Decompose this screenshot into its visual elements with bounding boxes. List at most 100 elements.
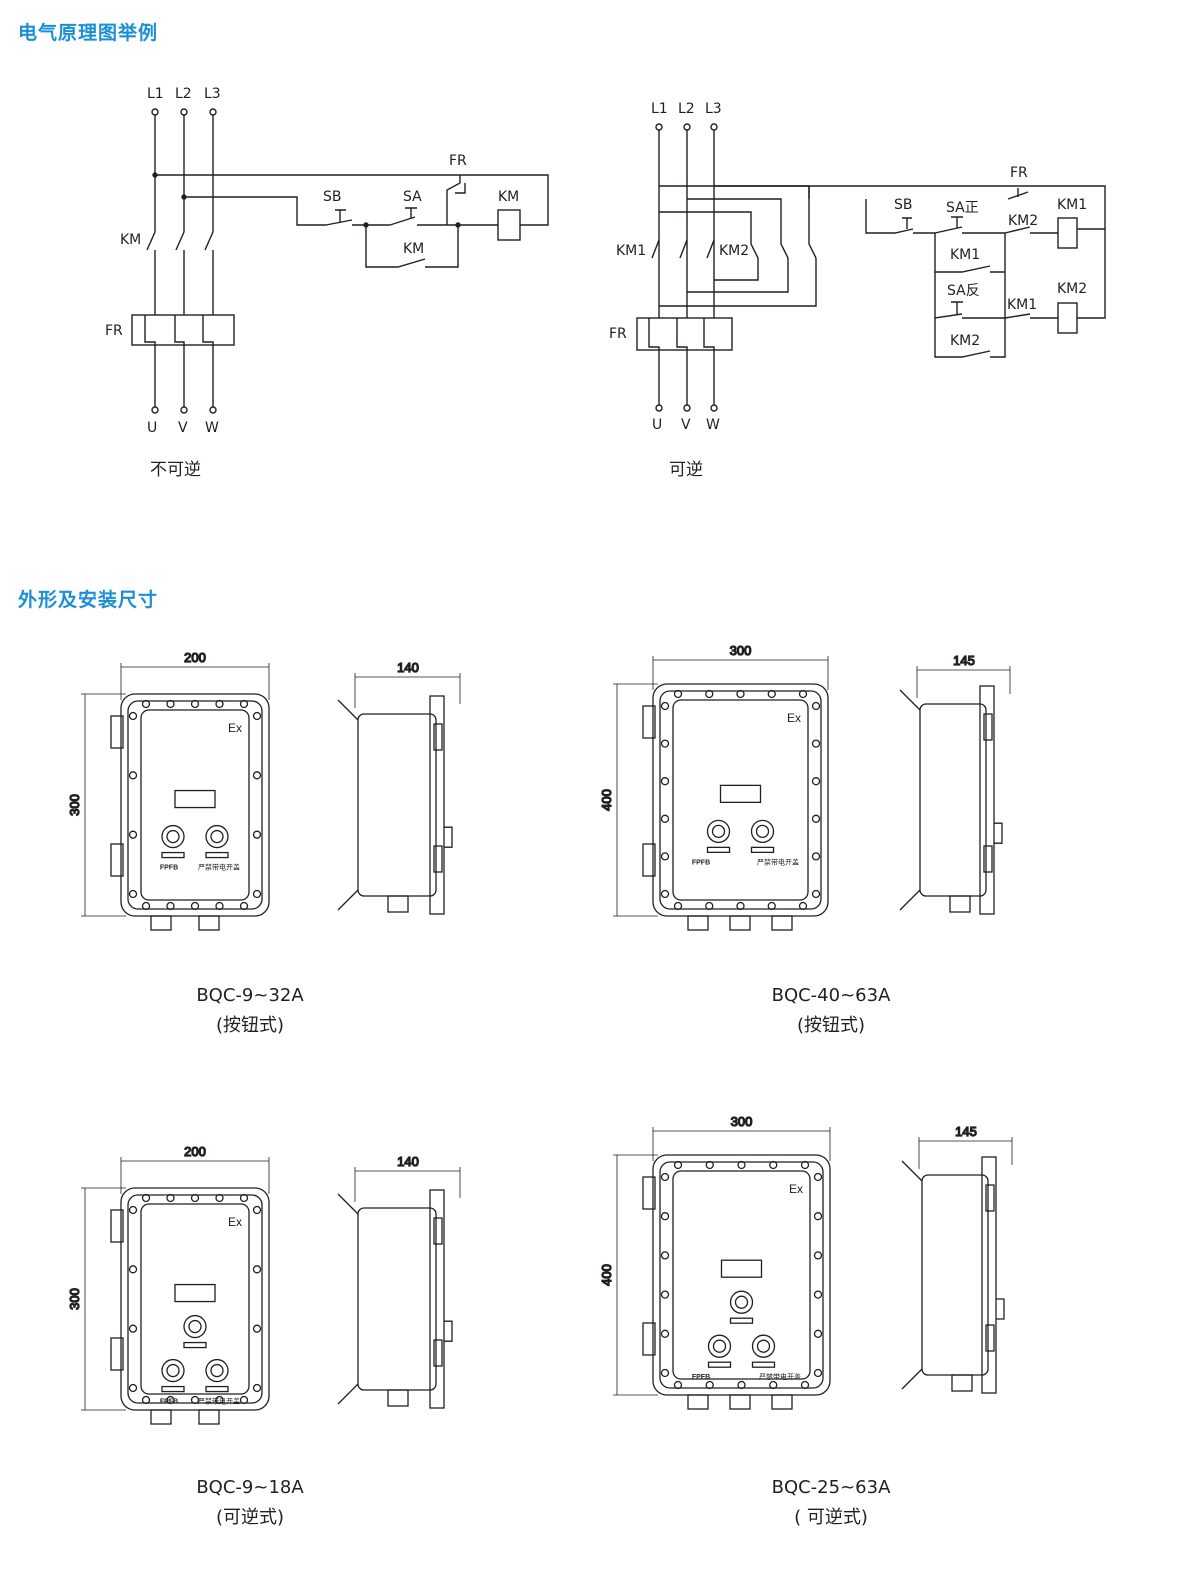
side-hinge [433,845,443,873]
forward-button-label [729,1317,754,1324]
cover-bolt [736,689,745,699]
button-label-plate [161,851,185,859]
ex-mark: Ex [228,721,242,735]
ex-mark: Ex [789,1182,803,1196]
label-l1: L1 [147,86,164,102]
button-label-plate [750,846,775,854]
hinge [642,1176,656,1210]
cover-bolt [811,739,821,748]
cover-bolt [215,1193,224,1203]
label-km-coil: KM [498,189,520,205]
cover-bolt [252,1324,262,1333]
cover-bolt [252,1383,262,1393]
cover-bolt [813,1172,823,1182]
cover-bolt [128,1265,138,1274]
cover-bolt [660,1172,670,1182]
brand-label: FPFB [692,1374,710,1381]
height-dimension-line [613,1154,658,1396]
label-l2-r: L2 [678,101,695,117]
button-face [210,1363,224,1378]
side-button [994,822,1003,844]
caption-reversing: 可逆 [669,460,703,480]
button-label-plate [706,846,731,854]
height-dimension-value: 300 [67,794,82,816]
cover-bolt [190,699,200,709]
button-label-plate [161,1385,185,1393]
depth-dimension-line [916,666,1011,698]
cover-bolt [660,1368,670,1378]
cable-gland [150,915,172,931]
cover-bolt [190,1395,200,1405]
cover-bolt [811,701,821,711]
width-dimension-line [652,1127,831,1161]
button-face [166,1363,180,1378]
label-sb-r: SB [894,197,913,213]
cover-bolt [705,1380,714,1390]
button-label-plate [205,1385,229,1393]
label-l2: L2 [175,86,192,102]
cable-gland [687,915,709,931]
height-dimension-value: 400 [599,789,614,811]
front-cover [140,709,250,901]
hinge [642,705,656,739]
cover-bolt [705,901,714,911]
label-u: U [147,420,158,436]
depth-dimension-line [918,1137,1013,1169]
side-hinge [983,845,993,873]
warning-label: 严禁带电开盖 [757,857,799,866]
depth-dimension-value: 140 [397,1154,419,1169]
label-km-main: KM [120,232,142,248]
stop-button [205,824,229,849]
cover-bolt [128,771,138,780]
hinge [642,843,656,877]
cover-bolt [660,1251,670,1260]
cover-bolt [239,1395,249,1405]
cover-bolt [239,699,249,709]
label-fr-contact: FR [449,153,467,169]
cover-bolt [252,830,262,839]
cover-bolt [141,901,151,911]
cover-bolt [252,1205,262,1215]
label-km2-coil: KM2 [1057,281,1088,297]
cover-bolt [800,1160,810,1170]
cover-bolt [813,1329,823,1338]
cable-gland [150,1409,172,1425]
brand-label: FPFB [160,865,178,872]
button-face [166,829,180,844]
cover-bolt [190,1193,200,1203]
indicator-window [174,1283,216,1303]
button-label-plate [707,1361,732,1368]
hinge [110,715,124,749]
model-label-2: BQC-40~63A [771,985,891,1006]
forward-button [183,1314,207,1339]
start-button [707,1334,732,1358]
label-km1-hold: KM1 [950,247,981,263]
dimensions-section-title: 外形及安装尺寸 [18,589,159,611]
cover-bolt [660,1212,670,1221]
label-l1-r: L1 [651,101,668,117]
fr-relay-box [131,314,235,346]
cover-bolt [660,1290,670,1299]
height-dimension-line [613,683,658,917]
depth-dimension-line [354,673,461,708]
side-hinge [433,723,443,751]
label-l3: L3 [204,86,221,102]
terminal-l1 [151,108,159,116]
label-u-r: U [652,417,663,433]
cover-bolt [660,852,670,861]
type-label-2: (按钮式) [796,1015,866,1036]
mounting-bracket [899,689,921,911]
hinge [110,1337,124,1371]
warning-label: 严禁带电开盖 [198,863,240,872]
cover-bolt [813,1368,823,1378]
cover-bolt [190,901,200,911]
cable-gland [198,915,220,931]
ex-mark: Ex [787,711,801,725]
mounting-bracket [337,1193,359,1405]
km-coil [497,209,521,241]
depth-dimension-line [354,1167,461,1202]
cover-bolt [128,1205,138,1215]
label-fr: FR [105,323,123,339]
terminal-l2 [180,108,188,116]
